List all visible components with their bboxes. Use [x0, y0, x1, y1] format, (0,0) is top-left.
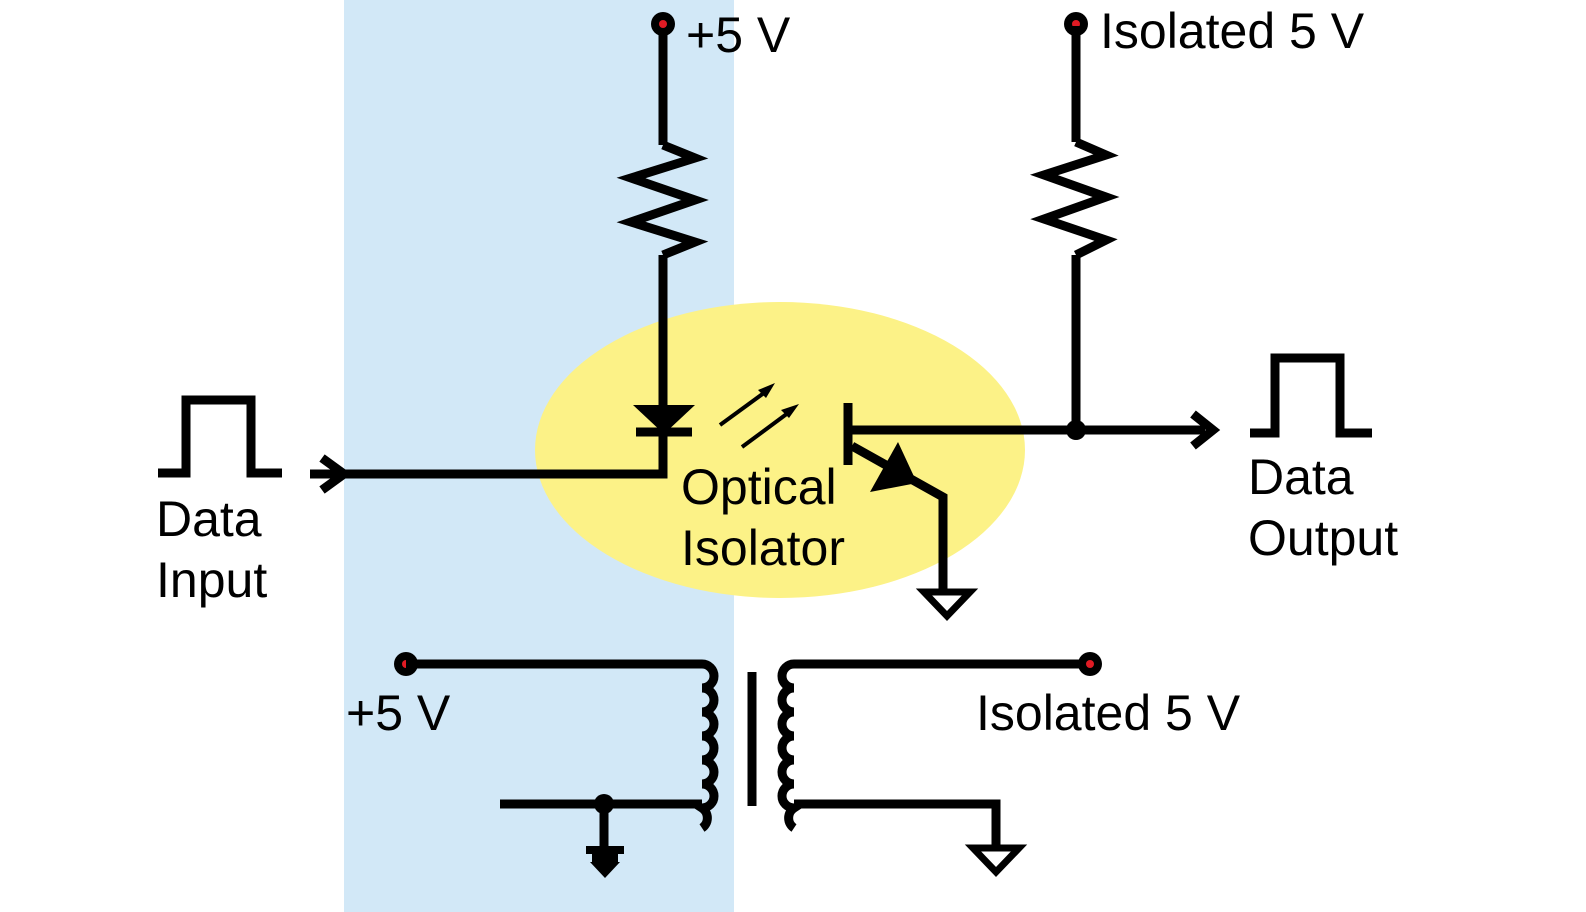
isolated-ground-icon [964, 844, 1028, 878]
label-data-output-2: Output [1248, 510, 1398, 566]
transformer-t1 [394, 652, 1102, 878]
junction-dot [1066, 420, 1086, 440]
light-emission-arrows-icon [718, 383, 799, 449]
resistor-r2-icon [1029, 137, 1120, 260]
data-input-pulse-icon [158, 395, 282, 478]
output-side-circuit [843, 12, 1221, 622]
ground-icon [915, 588, 979, 622]
primary-coil-icon [687, 659, 719, 832]
secondary-coil-icon [777, 659, 809, 832]
resistor-r1-icon [616, 140, 709, 260]
emitter-arrow-icon [870, 442, 917, 492]
label-optical-1: Optical [681, 459, 837, 515]
input-chevron-icon [319, 454, 352, 494]
chassis-ground-icon [586, 846, 624, 878]
data-output-pulse-icon [1250, 353, 1372, 438]
input-side-circuit [310, 12, 799, 494]
label-data-input-1: Data [156, 491, 262, 547]
label-transformer-secondary: Isolated 5 V [976, 685, 1241, 741]
label-top-supply: +5 V [686, 7, 791, 63]
phototransistor-emitter [849, 442, 948, 590]
output-arrow-icon [1190, 410, 1221, 450]
led-icon [633, 405, 695, 434]
label-transformer-primary: +5 V [346, 685, 451, 741]
label-data-input-2: Input [156, 552, 267, 608]
optocoupler-highlight [535, 302, 1025, 598]
label-optical-2: Isolator [681, 520, 845, 576]
label-data-output-1: Data [1248, 449, 1354, 505]
label-top-isolated-supply: Isolated 5 V [1100, 3, 1365, 59]
wire-led-to-input [344, 432, 668, 479]
